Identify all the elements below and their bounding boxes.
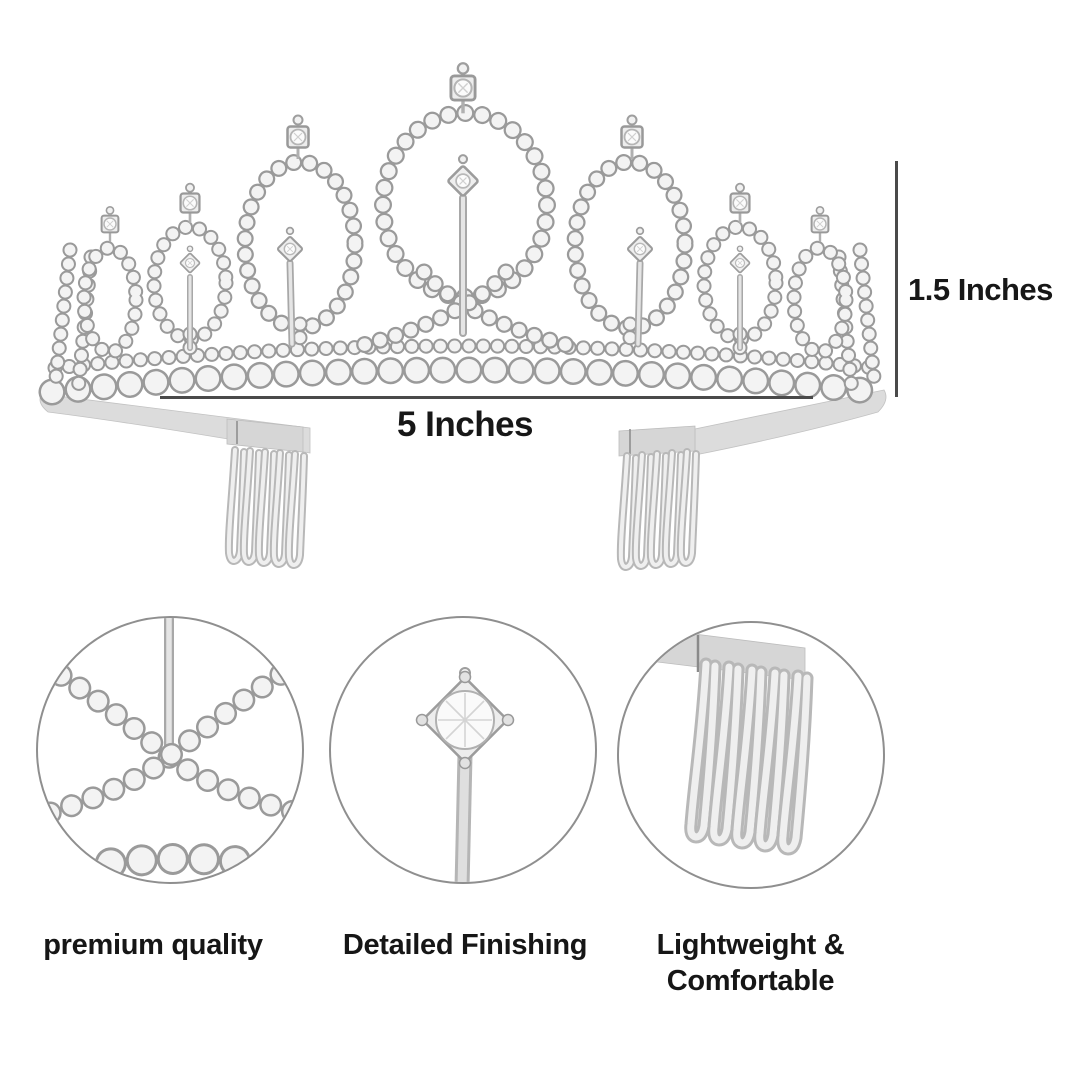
tiara-inner-pins <box>179 153 751 351</box>
left-comb-teeth <box>224 446 308 569</box>
right-comb-teeth <box>616 448 700 571</box>
tiara-illustration <box>38 61 892 571</box>
feature-label-lightweight-comfortable: Lightweight & Comfortable <box>656 929 845 997</box>
crystal-pin-icon <box>415 667 515 882</box>
feature-label-premium-quality: premium quality <box>43 929 263 961</box>
left-comb <box>224 418 308 569</box>
width-dimension-line <box>160 396 813 399</box>
height-dimension-label: 1.5 Inches <box>908 272 1053 307</box>
feature-circle-lightweight-comfortable <box>617 621 885 889</box>
feature-label-detailed-finishing: Detailed Finishing <box>342 929 588 961</box>
right-comb <box>616 425 700 571</box>
feature-circle-premium-quality <box>36 616 304 884</box>
headband-right-end <box>694 389 887 456</box>
feature-circle-detailed-finishing <box>329 616 597 884</box>
width-dimension-label: 5 Inches <box>396 405 534 444</box>
height-dimension-line <box>895 161 898 397</box>
tiara-base-band <box>38 338 892 406</box>
